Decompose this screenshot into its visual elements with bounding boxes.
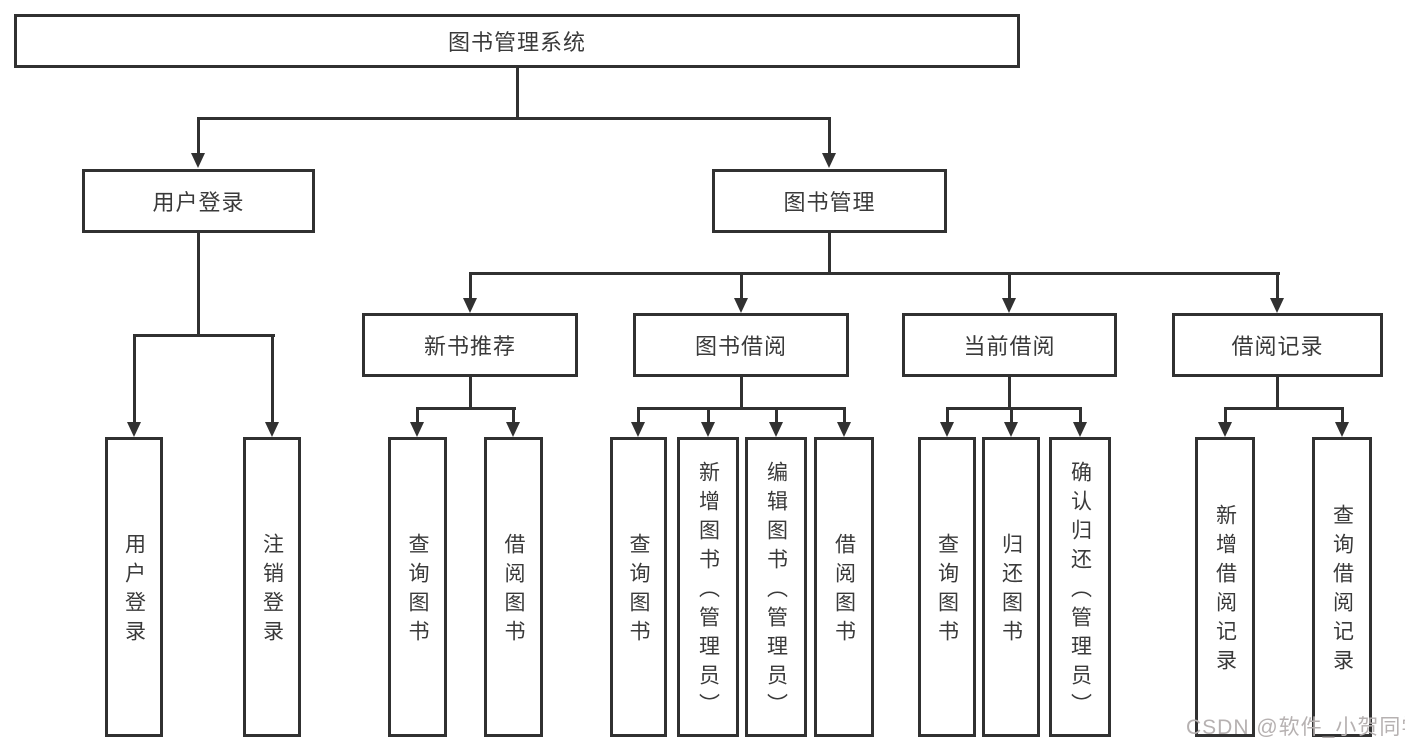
arrowhead-down-icon: [822, 153, 836, 168]
connector-line: [133, 334, 136, 423]
leaf-borrow-books-recommend: 借阅图书: [484, 437, 543, 737]
node-book-borrow: 图书借阅: [633, 313, 849, 377]
connector-line: [271, 334, 274, 423]
arrowhead-down-icon: [265, 422, 279, 437]
arrowhead-down-icon: [1073, 422, 1087, 437]
csdn-watermark: CSDN @软件_小贺同学: [1186, 716, 1405, 739]
connector-line: [740, 377, 743, 410]
connector-line: [512, 407, 515, 424]
connector-line: [1008, 377, 1011, 410]
connector-line: [469, 272, 1280, 275]
connector-line: [1276, 272, 1279, 300]
connector-line: [828, 233, 831, 275]
connector-line: [1008, 272, 1011, 300]
connector-line: [1341, 407, 1344, 424]
arrowhead-down-icon: [410, 422, 424, 437]
leaf-return-book: 归还图书: [982, 437, 1040, 737]
connector-line: [946, 407, 949, 424]
leaf-edit-book-admin: 编辑图书（管理员）: [745, 437, 807, 737]
arrowhead-down-icon: [191, 153, 205, 168]
connector-line: [637, 407, 640, 424]
leaf-borrow-books-borrow: 借阅图书: [814, 437, 874, 737]
arrowhead-down-icon: [769, 422, 783, 437]
node-root: 图书管理系统: [14, 14, 1020, 68]
leaf-query-borrow-record: 查询借阅记录: [1312, 437, 1372, 737]
arrowhead-down-icon: [631, 422, 645, 437]
connector-line: [1079, 407, 1082, 424]
arrowhead-down-icon: [837, 422, 851, 437]
arrowhead-down-icon: [127, 422, 141, 437]
connector-line: [516, 67, 519, 118]
connector-line: [469, 377, 472, 410]
connector-line: [197, 117, 200, 155]
leaf-confirm-return-admin: 确认归还（管理员）: [1049, 437, 1111, 737]
connector-line: [416, 407, 516, 410]
node-current-borrow: 当前借阅: [902, 313, 1117, 377]
connector-line: [707, 407, 710, 424]
arrowhead-down-icon: [463, 298, 477, 313]
connector-line: [133, 334, 275, 337]
arrowhead-down-icon: [1004, 422, 1018, 437]
arrowhead-down-icon: [734, 298, 748, 313]
connector-line: [197, 117, 831, 120]
node-borrow-records: 借阅记录: [1172, 313, 1383, 377]
leaf-query-books-recommend: 查询图书: [388, 437, 447, 737]
arrowhead-down-icon: [506, 422, 520, 437]
connector-line: [197, 233, 200, 337]
connector-line: [1010, 407, 1013, 424]
connector-line: [469, 272, 472, 300]
leaf-query-books-borrow: 查询图书: [610, 437, 667, 737]
connector-line: [1224, 407, 1343, 410]
arrowhead-down-icon: [1270, 298, 1284, 313]
connector-line: [1224, 407, 1227, 424]
leaf-query-books-current: 查询图书: [918, 437, 976, 737]
node-new-book-recommend: 新书推荐: [362, 313, 578, 377]
leaf-add-book-admin: 新增图书（管理员）: [677, 437, 739, 737]
connector-line: [637, 407, 846, 410]
connector-line: [740, 272, 743, 300]
node-book-management: 图书管理: [712, 169, 947, 233]
connector-line: [843, 407, 846, 424]
arrowhead-down-icon: [1218, 422, 1232, 437]
node-user-login: 用户登录: [82, 169, 315, 233]
connector-line: [1276, 377, 1279, 410]
arrowhead-down-icon: [1002, 298, 1016, 313]
leaf-user-login: 用户登录: [105, 437, 163, 737]
arrowhead-down-icon: [940, 422, 954, 437]
leaf-add-borrow-record: 新增借阅记录: [1195, 437, 1255, 737]
connector-line: [416, 407, 419, 424]
connector-line: [775, 407, 778, 424]
leaf-logout: 注销登录: [243, 437, 301, 737]
connector-line: [828, 117, 831, 155]
connector-line: [946, 407, 1082, 410]
arrowhead-down-icon: [701, 422, 715, 437]
arrowhead-down-icon: [1335, 422, 1349, 437]
